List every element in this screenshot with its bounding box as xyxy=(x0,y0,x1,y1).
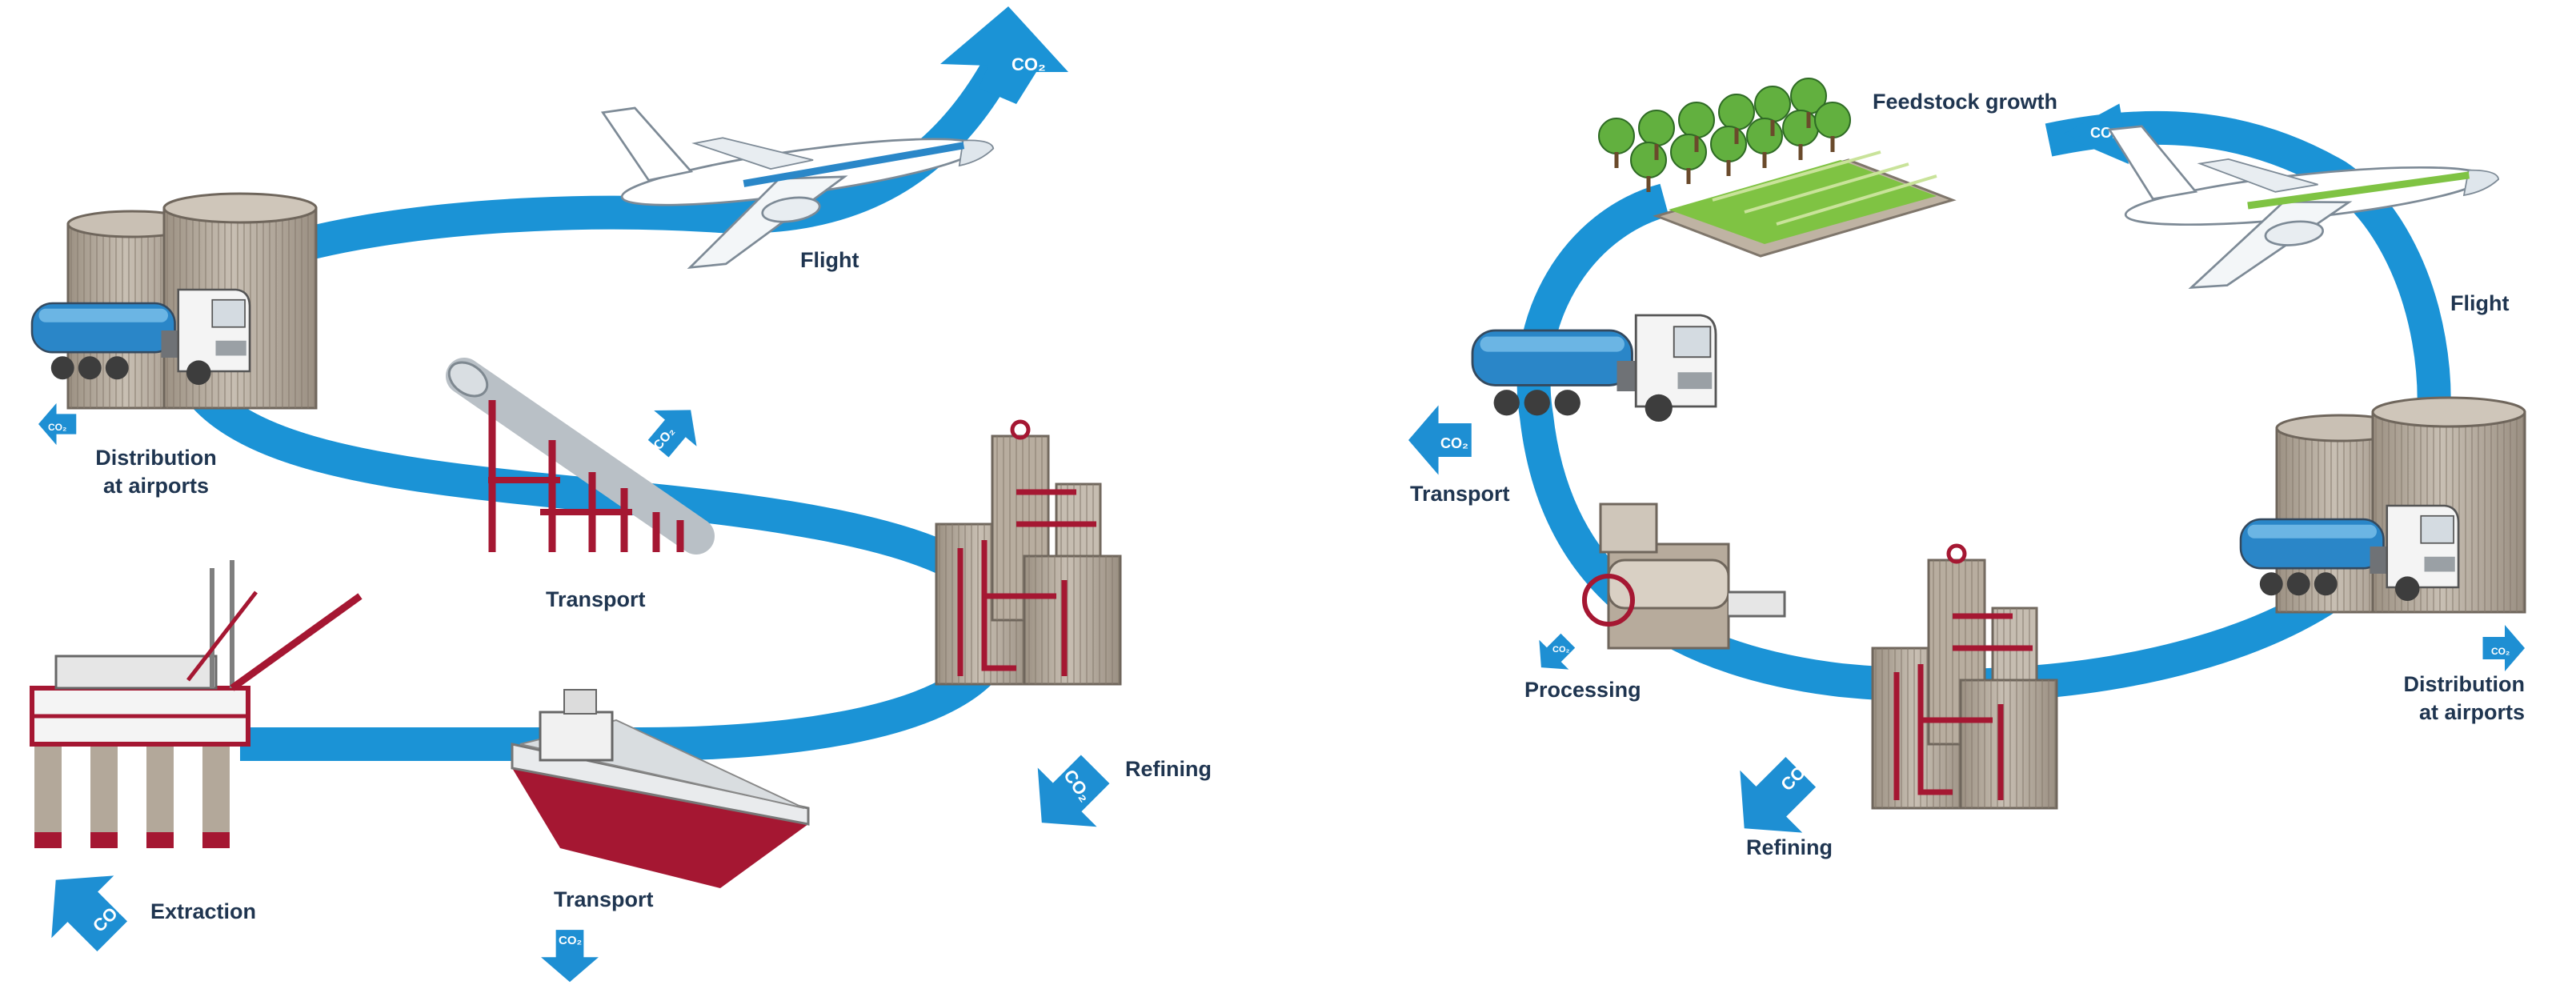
feedstock-label: Feedstock growth xyxy=(1873,90,2058,114)
bio-cycle: CO₂ xyxy=(1408,78,2526,860)
pipeline-transport-label: Transport xyxy=(546,587,646,611)
flight-co2-arrowhead xyxy=(940,6,1068,104)
refinery-icon xyxy=(1873,546,2057,808)
distribution-label: Distribution at airports xyxy=(95,446,217,498)
pipeline-co2-arrow xyxy=(636,392,712,467)
airplane-icon xyxy=(2108,88,2508,298)
ship-co2-text: CO₂ xyxy=(559,934,582,947)
tanker-ship-icon xyxy=(511,689,810,888)
oil-press-icon xyxy=(1582,502,1786,650)
tanker-truck-icon xyxy=(1471,314,1717,423)
trees-icon xyxy=(1598,78,1851,192)
oil-platform-icon xyxy=(30,560,363,848)
bio-transport-label: Transport xyxy=(1410,482,1510,506)
refinery-icon xyxy=(936,422,1120,684)
bio-refining-label: Refining xyxy=(1746,835,1833,859)
airplane-icon xyxy=(601,58,1006,279)
bio-distribution-label: Distribution at airports xyxy=(2403,672,2525,724)
field-icon xyxy=(1653,150,1957,258)
extraction-label: Extraction xyxy=(150,899,257,923)
ship-transport-label: Transport xyxy=(554,887,654,911)
refining-label: Refining xyxy=(1125,757,1212,781)
bio-flight-label: Flight xyxy=(2450,291,2510,315)
refining-co2-arrow xyxy=(1012,739,1125,853)
flight-co2-text: CO₂ xyxy=(1012,54,1046,74)
pipeline-icon xyxy=(446,358,715,555)
fossil-cycle: CO₂ CO₂ CO₂ xyxy=(24,6,1125,983)
distribution-co2-text: CO₂ xyxy=(2491,646,2510,657)
transport-co2-text: CO₂ xyxy=(1440,435,1468,451)
extraction-co2-arrow xyxy=(24,848,144,968)
processing-co2-text: CO₂ xyxy=(1552,645,1570,655)
flight-label: Flight xyxy=(800,248,859,272)
distribution-co2-text: CO₂ xyxy=(48,422,66,433)
processing-label: Processing xyxy=(1524,678,1641,702)
